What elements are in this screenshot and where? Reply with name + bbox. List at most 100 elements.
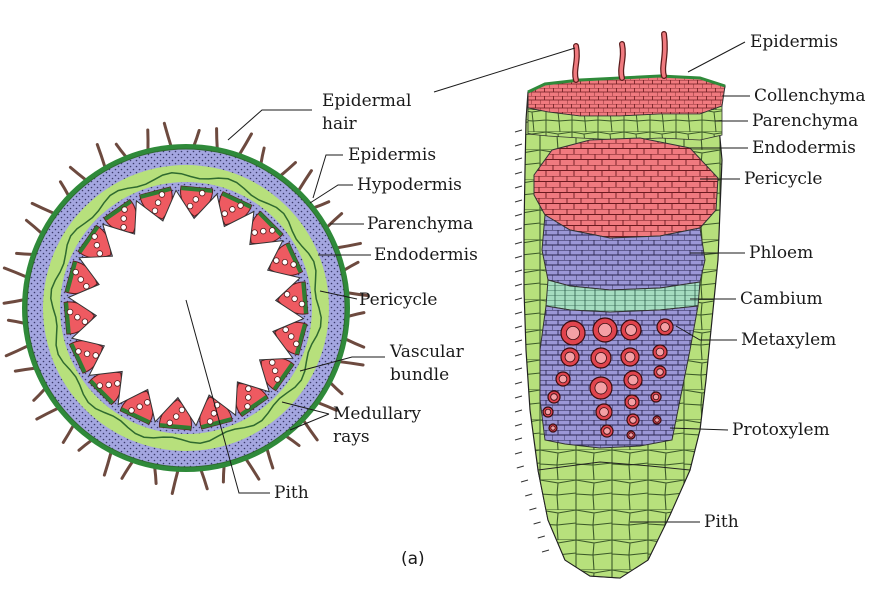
epidermal-hair [13, 366, 37, 373]
pericycle-cap [533, 137, 719, 239]
leader-epidermis-r [687, 41, 746, 73]
xylem-vessel-dot [298, 300, 306, 308]
edge-hair [514, 129, 523, 133]
epidermal-hair [114, 142, 128, 159]
epidermal-hair [153, 466, 158, 485]
phloem-cap [89, 379, 115, 405]
epidermal-hair [342, 260, 360, 272]
epidermal-hair [346, 291, 370, 297]
trichome [619, 42, 625, 80]
epidermal-hair [238, 132, 253, 156]
edge-hair [514, 339, 523, 343]
edge-hair [514, 381, 523, 385]
xylem-vessel-lumen [655, 347, 665, 357]
phloem-cap [104, 199, 132, 221]
edge-hair [514, 171, 523, 175]
label-metaxylem: Metaxylem [741, 330, 837, 350]
xylem-vessel-dot [244, 403, 251, 410]
label-pericycle-right: Pericycle [744, 169, 823, 189]
phloem-cap [257, 211, 283, 237]
phloem-cap [200, 417, 233, 429]
epidermal-hair [6, 318, 26, 325]
xylem-vessel-dot [290, 261, 297, 268]
xylem-vessel-lumen [544, 408, 552, 416]
xylem-vessel-dot [192, 196, 199, 203]
xylem-vessel-dot [158, 191, 166, 198]
edge-hair [514, 269, 523, 273]
figure-caption: (a) [401, 549, 425, 569]
label-cambium: Cambium [740, 289, 823, 309]
edge-hair [514, 297, 523, 301]
xylem-vessel-dot [245, 394, 252, 401]
epidermal-hair [221, 464, 226, 484]
label-pith-right: Pith [704, 512, 739, 532]
epidermal-hair [259, 146, 266, 165]
label-parenchyma-left: Parenchyma [367, 214, 474, 234]
xylem-vessel-dot [206, 418, 214, 425]
vascular-bundle [260, 357, 295, 392]
xylem-vessel-dot [136, 403, 143, 410]
xylem-vessel-dot [229, 206, 236, 213]
xylem-vessel-lumen [594, 381, 608, 395]
label-collenchyma: Collenchyma [754, 86, 866, 106]
edge-hair [514, 255, 523, 259]
edge-hair [514, 241, 523, 245]
xylem-vessel-dot [291, 295, 298, 302]
xylem-vessels [542, 317, 674, 440]
parenchyma-band [527, 105, 723, 141]
epidermal-hair [77, 439, 93, 452]
xylem-vessel-dot [237, 202, 244, 209]
epidermal-hair [102, 451, 113, 477]
xylem-vessel-dot [269, 227, 276, 234]
edge-hair [514, 395, 523, 399]
edge-hair [514, 213, 523, 217]
pith-cavity [67, 189, 305, 427]
leader-epidermis-to-left [433, 47, 576, 93]
xylem-vessel-dot [221, 210, 228, 217]
xylem-vessel-lumen [558, 374, 568, 384]
xylem-vessel-dot [93, 242, 101, 249]
xylem-vessel-dot [114, 380, 121, 387]
xylem-vessel-lumen [598, 322, 613, 337]
epidermal-hair [284, 434, 301, 448]
right-leader-lines [433, 41, 750, 523]
edge-hair [541, 549, 550, 553]
epidermal-hair [15, 251, 34, 256]
edge-hair [514, 283, 523, 287]
phloem-cap [272, 362, 294, 391]
edge-hair [514, 199, 523, 203]
leader-pith [185, 299, 270, 494]
pith-cells [537, 461, 691, 579]
leader-pericycle [319, 290, 358, 300]
phloem-cap [294, 323, 307, 355]
phloem-cap [78, 225, 100, 254]
leader-medullary-rays [281, 401, 330, 415]
label-parenchyma-right: Parenchyma [752, 111, 859, 131]
label-medullary-line2: rays [333, 427, 370, 447]
epidermal-hair [244, 457, 261, 481]
left-leader-lines [185, 109, 385, 494]
xylem-vessel-dot [77, 276, 84, 283]
xylem-vessel-dot [198, 189, 206, 197]
xylem-vessel-dot [75, 348, 82, 355]
edge-hair [514, 157, 523, 161]
xylem-vessel-dot [283, 291, 291, 298]
xylem-vessel-dot [120, 215, 127, 222]
xylem-vessel-lumen [625, 324, 637, 336]
epidermal-hair [344, 337, 366, 349]
xylem-vessel-lumen [629, 416, 637, 424]
xylem-vessel-lumen [624, 351, 636, 363]
xylem-vessel-dot [154, 199, 162, 206]
vascular-bundle [77, 224, 112, 259]
epidermal-hair [24, 218, 43, 235]
epidermal-hair [329, 381, 344, 396]
epidermal-hair [61, 424, 75, 444]
xylem-vessel-lumen [595, 352, 607, 364]
xylem-vessel-lumen [603, 427, 611, 435]
xylem-vessel-dot [121, 206, 128, 213]
xylem-vessel-dot [282, 326, 289, 333]
xylem-vessel-dot [74, 314, 81, 321]
label-pericycle-left: Pericycle [359, 290, 438, 310]
epidermal-hair [338, 360, 365, 367]
label-hypodermis: Hypodermis [357, 175, 462, 195]
